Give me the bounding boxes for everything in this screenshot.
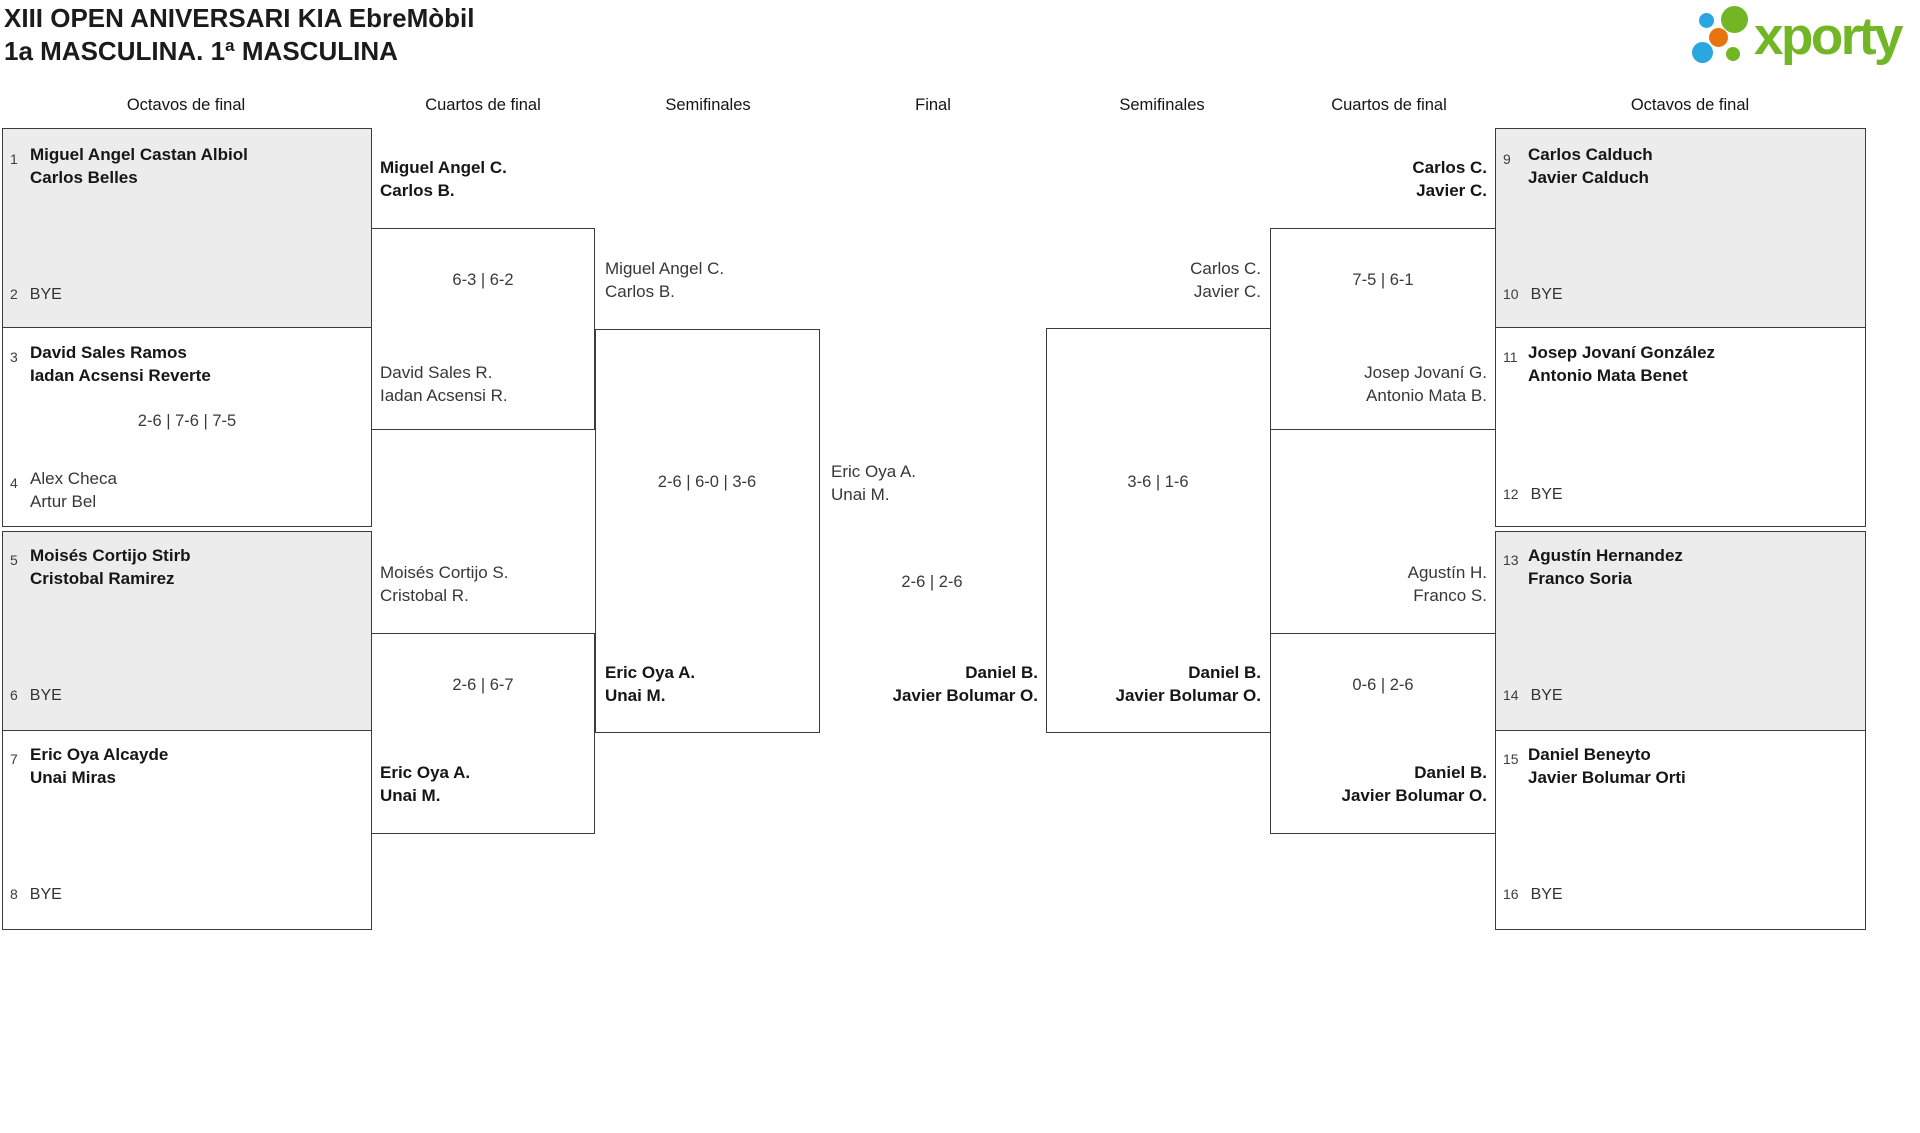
seed-number: 7 — [10, 751, 18, 767]
seed-number: 3 — [10, 349, 18, 365]
seed-number: 10 — [1503, 286, 1519, 302]
seed-number: 9 — [1503, 151, 1511, 167]
match-score-qf-right-bottom: 0-6 | 2-6 — [1352, 676, 1414, 694]
qf-box-left-top — [371, 228, 595, 430]
team-qf-left-bottom-1: Moisés Cortijo S.Cristobal R. — [380, 563, 509, 605]
xporty-logo[interactable]: xporty — [1690, 0, 1920, 80]
match-score-qf-right-top: 7-5 | 6-1 — [1352, 271, 1414, 289]
logo-dot-blue-small-icon — [1699, 13, 1714, 28]
team-sf-left-2: Eric Oya A.Unai M. — [605, 663, 696, 705]
seed-number: 16 — [1503, 886, 1519, 902]
team-qf-left-top-2: David Sales R.Iadan Acsensi R. — [380, 363, 508, 405]
round-header-semis-right: Semifinales — [1119, 96, 1205, 114]
round-header-final: Final — [915, 96, 951, 114]
r16-right-slot-14: 14 BYE — [1503, 687, 1563, 705]
team-qf-left-bottom-2: Eric Oya A.Unai M. — [380, 763, 471, 805]
team-qf-right-top-1: Carlos C.Javier C. — [1412, 158, 1487, 200]
logo-text: xporty — [1754, 7, 1903, 66]
team-final-1: Eric Oya A.Unai M. — [831, 462, 917, 504]
tournament-title: XIII OPEN ANIVERSARI KIA EbreMòbil — [4, 3, 475, 33]
r16-cell-left-1 — [3, 129, 371, 328]
seed-number: 12 — [1503, 486, 1519, 502]
r16-cell-right-1 — [1496, 129, 1865, 328]
seed-number: 5 — [10, 552, 18, 568]
team-sf-right-1: Carlos C.Javier C. — [1190, 259, 1261, 301]
r16-right-slot-16: 16 BYE — [1503, 886, 1563, 904]
bye-label: BYE — [1530, 886, 1563, 903]
r16-right-slot-10: 10 BYE — [1503, 286, 1563, 304]
team-sf-left-1: Miguel Angel C.Carlos B. — [605, 259, 725, 301]
team-sf-right-2: Daniel B.Javier Bolumar O. — [1115, 663, 1261, 705]
match-score-sf-right: 3-6 | 1-6 — [1127, 473, 1189, 491]
match-score-final: 2-6 | 2-6 — [901, 573, 963, 591]
seed-number: 4 — [10, 475, 18, 491]
seed-number: 2 — [10, 286, 18, 302]
bye-label: BYE — [29, 886, 62, 903]
team-qf-left-top-1: Miguel Angel C.Carlos B. — [380, 158, 507, 200]
round-header-cuartos-right: Cuartos de final — [1331, 96, 1447, 114]
team-qf-right-bottom-2: Daniel B.Javier Bolumar O. — [1341, 763, 1487, 805]
r16-box-left-bottom — [2, 531, 372, 930]
sf-box-left — [595, 329, 820, 733]
r16-right-slot-12: 12 BYE — [1503, 486, 1563, 504]
r16-box-left-top — [2, 128, 372, 527]
round-header-octavos-left: Octavos de final — [126, 96, 246, 114]
r16-left-slot-2: 2 BYE — [10, 286, 62, 304]
team-final-2: Daniel B.Javier Bolumar O. — [892, 663, 1038, 705]
bye-label: BYE — [29, 687, 62, 704]
logo-dot-green-large-icon — [1721, 6, 1748, 33]
seed-number: 15 — [1503, 751, 1519, 767]
bye-label: BYE — [1530, 687, 1563, 704]
team-qf-right-top-2: Josep Jovaní G.Antonio Mata B. — [1364, 363, 1487, 405]
r16-cell-right-3 — [1496, 532, 1865, 731]
logo-dot-green-small-icon — [1726, 47, 1740, 61]
r16-left-slot-8: 8 BYE — [10, 886, 62, 904]
qf-box-left-bottom — [371, 633, 595, 834]
category-title: 1a MASCULINA. 1ª MASCULINA — [4, 36, 398, 66]
r16-box-right-top — [1495, 128, 1866, 527]
logo-dot-blue-large-icon — [1692, 42, 1713, 63]
bye-label: BYE — [29, 286, 62, 303]
seed-number: 6 — [10, 687, 18, 703]
sf-box-right — [1046, 328, 1271, 733]
seed-number: 13 — [1503, 552, 1519, 568]
seed-number: 8 — [10, 886, 18, 902]
r16-left-slot-6: 6 BYE — [10, 687, 62, 705]
seed-number: 1 — [10, 151, 18, 167]
round-header-cuartos-left: Cuartos de final — [425, 96, 541, 114]
match-score-sf-left: 2-6 | 6-0 | 3-6 — [657, 473, 757, 491]
seed-number: 14 — [1503, 687, 1519, 703]
seed-number: 11 — [1503, 349, 1518, 365]
team-qf-right-bottom-1: Agustín H.Franco S. — [1407, 563, 1487, 605]
bye-label: BYE — [1530, 286, 1563, 303]
round-header-semis-left: Semifinales — [665, 96, 751, 114]
r16-cell-left-3 — [3, 532, 371, 731]
bye-label: BYE — [1530, 486, 1563, 503]
match-score-qf-left-top: 6-3 | 6-2 — [452, 271, 514, 289]
round-header-octavos-right: Octavos de final — [1630, 96, 1750, 114]
match-score-r16-left: 2-6 | 7-6 | 7-5 — [137, 412, 237, 430]
qf-box-right-bottom — [1270, 633, 1496, 834]
match-score-qf-left-bottom: 2-6 | 6-7 — [452, 676, 514, 694]
logo-dot-orange-icon — [1709, 28, 1728, 47]
r16-box-right-bottom — [1495, 531, 1866, 930]
